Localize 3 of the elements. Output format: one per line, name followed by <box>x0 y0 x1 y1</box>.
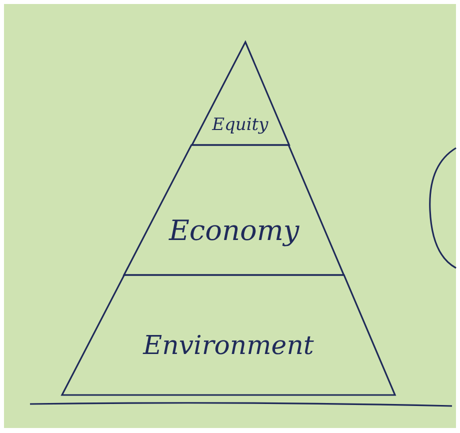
band-label: Equity <box>210 114 270 135</box>
band-label: Environment <box>142 331 315 362</box>
band-label: Economy <box>168 214 300 247</box>
